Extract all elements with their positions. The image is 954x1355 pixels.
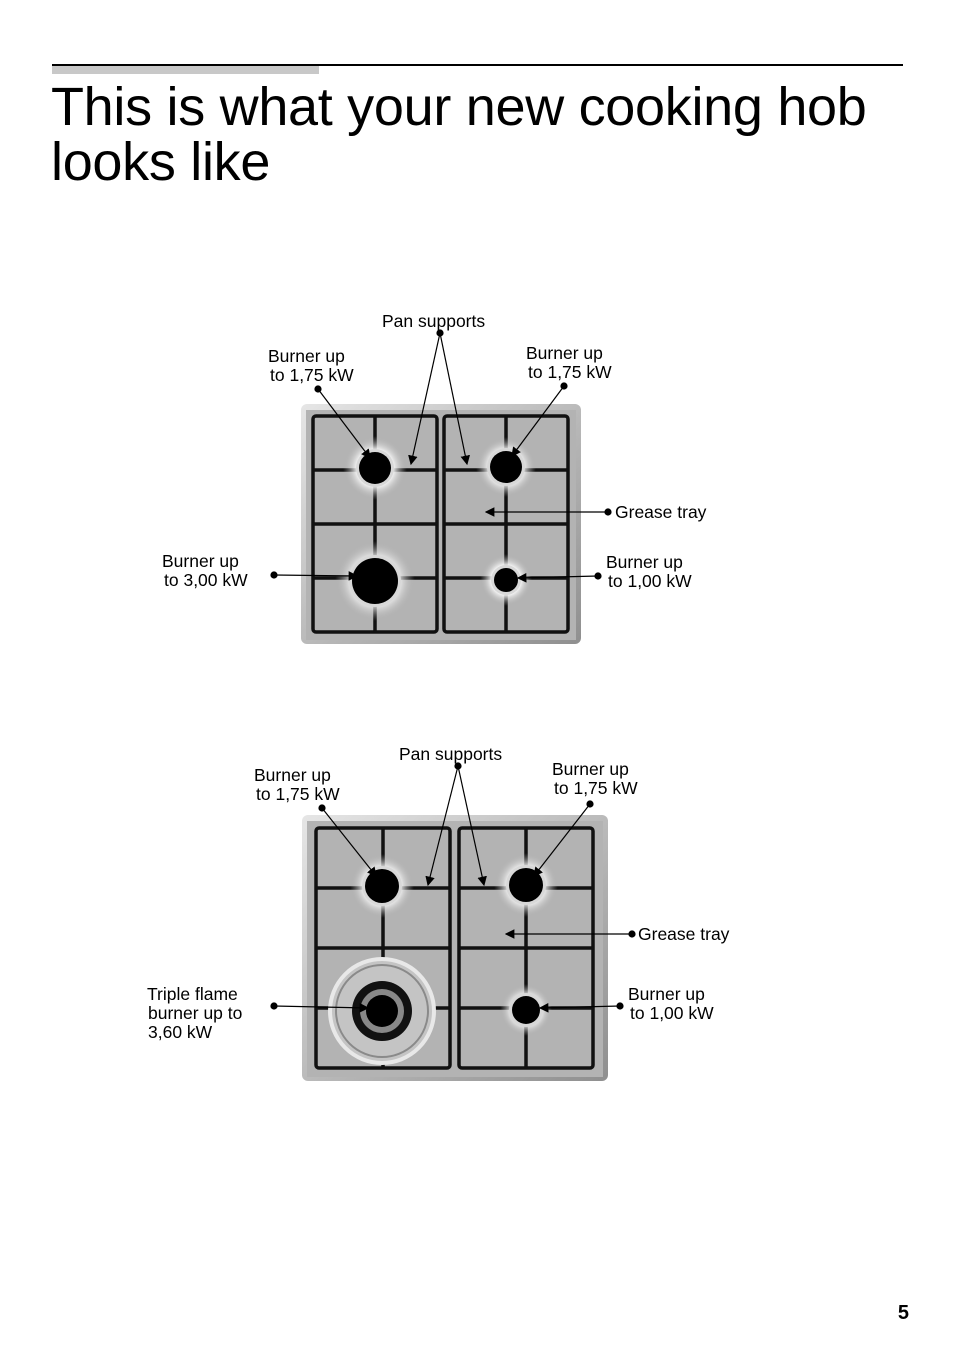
hob-1-label-top-left-2: to 1,75 kW — [270, 365, 354, 385]
hob-1-label-bottom-right-2: to 1,00 kW — [608, 571, 692, 591]
hob-2-label-top-right-1: Burner up — [552, 759, 629, 779]
header-rule-accent — [52, 66, 319, 74]
hob-1-label-bottom-left-2: to 3,00 kW — [164, 570, 248, 590]
hob-2-label-pan-supports: Pan supports — [399, 744, 503, 764]
hob-1-label-top-left-1: Burner up — [268, 346, 345, 366]
hob-1-burner-bottom-left — [335, 541, 415, 621]
hob-2-label-top-right-2: to 1,75 kW — [554, 778, 638, 798]
hob-2-illustration — [270, 762, 636, 1081]
hob-1-label-top-right-1: Burner up — [526, 343, 603, 363]
hob-1-burner-top-right — [476, 437, 536, 497]
hob-1-label-bottom-left-1: Burner up — [162, 551, 239, 571]
hob-2-burner-top-left — [350, 854, 414, 918]
hob-1-illustration — [270, 329, 612, 644]
hob-2-label-triple-flame-1: Triple flame — [147, 984, 238, 1004]
hob-2-label-triple-flame-2: burner up to — [148, 1003, 243, 1023]
hob-1-label-pan-supports: Pan supports — [382, 311, 486, 331]
hob-2-label-bottom-right-1: Burner up — [628, 984, 705, 1004]
page-number: 5 — [897, 1302, 909, 1324]
hob-2-burner-top-right — [494, 853, 558, 917]
hob-1-label-bottom-right-1: Burner up — [606, 552, 683, 572]
hob-2-burner-triple-flame — [328, 957, 436, 1065]
hob-2-pan-supports — [314, 826, 595, 1070]
hob-1-leader-lines — [270, 329, 612, 583]
hob-1-label-grease-tray: Grease tray — [615, 502, 707, 522]
hob-2-burner-bottom-right — [500, 984, 552, 1036]
hob-2-label-triple-flame-3: 3,60 kW — [148, 1022, 213, 1042]
hob-2-label-grease-tray: Grease tray — [638, 924, 730, 944]
hob-1-burner-bottom-right — [480, 554, 532, 606]
hob-2-label-top-left-1: Burner up — [254, 765, 331, 785]
hob-2-label-top-left-2: to 1,75 kW — [256, 784, 340, 804]
hob-2-label-bottom-right-2: to 1,00 kW — [630, 1003, 714, 1023]
page-title: This is what your new cooking hob looks … — [51, 77, 867, 192]
hob-1-label-top-right-2: to 1,75 kW — [528, 362, 612, 382]
hob-2-leader-lines — [270, 762, 636, 1013]
header-rule — [52, 64, 903, 66]
